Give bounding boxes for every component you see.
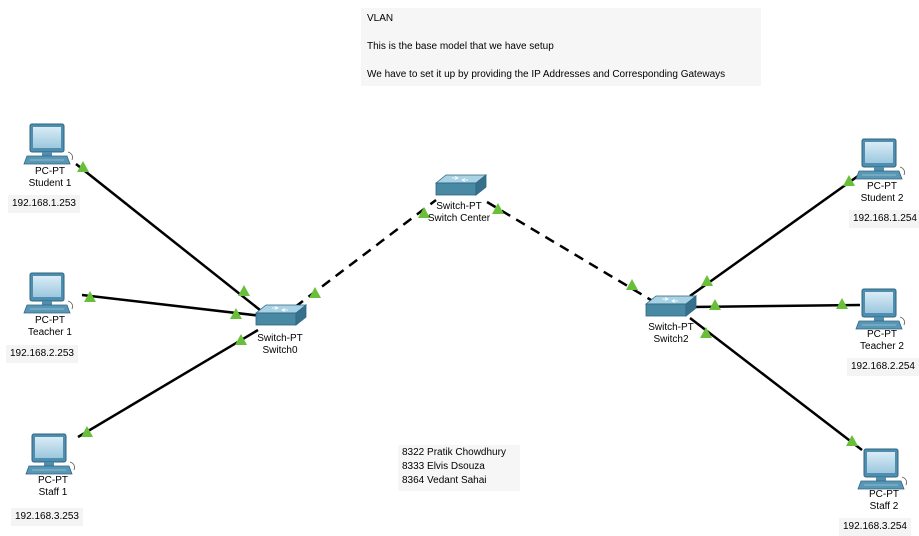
device-name: Switch0 xyxy=(262,345,298,356)
link-status-triangle xyxy=(700,327,712,338)
note-authors[interactable]: 8322 Pratik Chowdhury 8333 Elvis Dsouza … xyxy=(398,445,520,491)
link-status-triangle xyxy=(77,161,89,172)
teacher2-ip: 192.168.2.254 xyxy=(847,358,919,376)
student1-ip: 192.168.1.253 xyxy=(8,195,80,213)
link-status-triangle xyxy=(701,275,713,286)
device-model: PC-PT xyxy=(38,475,68,486)
switch-center-label: Switch-PT Switch Center xyxy=(428,201,490,225)
link-status-triangle xyxy=(709,299,721,310)
link-teacher1-switch0[interactable] xyxy=(81,293,263,318)
link-center-switch2[interactable] xyxy=(486,200,652,302)
link-switch2-staff2[interactable] xyxy=(689,317,863,451)
note-title: VLAN xyxy=(367,13,394,24)
teacher1-ip: 192.168.2.253 xyxy=(6,345,78,363)
switch-center-icon[interactable] xyxy=(435,174,487,196)
author-line: 8322 Pratik Chowdhury xyxy=(402,447,506,458)
teacher2-pc-icon[interactable] xyxy=(855,288,905,330)
switch2-icon[interactable] xyxy=(645,295,697,317)
link-status-triangle xyxy=(418,207,430,218)
link-status-triangle xyxy=(836,298,848,309)
device-name: Teacher 2 xyxy=(860,341,904,352)
staff2-pc-icon[interactable] xyxy=(857,448,907,490)
device-model: PC-PT xyxy=(869,489,899,500)
link-status-triangle xyxy=(492,203,504,214)
device-model: PC-PT xyxy=(866,329,897,340)
switch0-label: Switch-PT Switch0 xyxy=(257,333,303,357)
note-vlan[interactable]: VLAN This is the base model that we have… xyxy=(361,8,761,86)
link-switch2-student2[interactable] xyxy=(689,174,859,298)
staff1-ip: 192.168.3.253 xyxy=(11,508,83,526)
device-model: PC-PT xyxy=(35,166,65,177)
link-status-triangle xyxy=(81,426,93,437)
device-name: Switch2 xyxy=(653,334,689,345)
author-line: 8333 Elvis Dsouza xyxy=(402,461,485,472)
teacher1-label: PC-PT Teacher 1 xyxy=(28,315,72,339)
link-status-triangle xyxy=(238,285,250,296)
link-status-triangle xyxy=(843,175,855,186)
device-model: Switch-PT xyxy=(648,322,694,333)
link-status-triangle xyxy=(230,308,242,319)
switch2-label: Switch-PT Switch2 xyxy=(648,322,694,346)
device-name: Student 2 xyxy=(860,193,904,204)
device-model: Switch-PT xyxy=(257,333,303,344)
author-line: 8364 Vedant Sahai xyxy=(402,475,487,486)
link-student1-switch0[interactable] xyxy=(75,163,266,315)
link-status-triangle xyxy=(84,291,96,302)
link-switch0-center[interactable] xyxy=(294,199,437,308)
student1-label: PC-PT Student 1 xyxy=(29,166,72,190)
device-model: PC-PT xyxy=(34,315,65,326)
device-name: Switch Center xyxy=(427,213,491,224)
link-status-triangle xyxy=(309,287,321,298)
note-line: We have to set it up by providing the IP… xyxy=(367,69,726,80)
link-status-triangle xyxy=(846,435,858,446)
staff1-pc-icon[interactable] xyxy=(25,433,75,475)
link-status-indicators xyxy=(77,161,858,446)
device-model: Switch-PT xyxy=(436,201,482,212)
link-staff1-switch0[interactable] xyxy=(77,328,259,439)
device-model: PC-PT xyxy=(867,181,897,192)
student2-ip: 192.168.1.254 xyxy=(849,210,919,228)
student2-pc-icon[interactable] xyxy=(855,138,905,180)
links-layer xyxy=(75,163,863,451)
student2-label: PC-PT Student 2 xyxy=(861,181,904,205)
link-status-triangle xyxy=(626,279,638,290)
device-name: Student 1 xyxy=(28,178,72,189)
switch0-icon[interactable] xyxy=(255,304,307,326)
staff2-ip: 192.168.3.254 xyxy=(839,518,911,536)
teacher2-label: PC-PT Teacher 2 xyxy=(860,329,904,353)
link-switch2-teacher2[interactable] xyxy=(691,303,861,309)
teacher1-pc-icon[interactable] xyxy=(23,272,73,314)
device-name: Staff 1 xyxy=(38,487,68,498)
staff1-label: PC-PT Staff 1 xyxy=(38,475,68,499)
note-line: This is the base model that we have setu… xyxy=(367,41,554,52)
student1-pc-icon[interactable] xyxy=(23,123,73,165)
device-name: Staff 2 xyxy=(869,501,899,512)
device-name: Teacher 1 xyxy=(28,327,72,338)
staff2-label: PC-PT Staff 2 xyxy=(869,489,899,513)
link-status-triangle xyxy=(235,334,247,345)
